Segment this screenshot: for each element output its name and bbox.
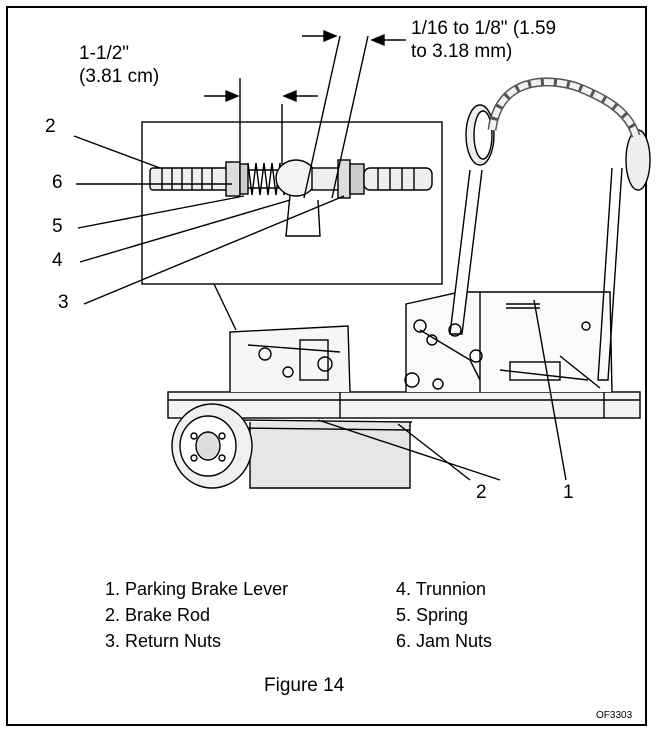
callout-2-main: 2 (476, 482, 487, 503)
legend-item: 5. Spring (396, 605, 469, 625)
legend-left-column: 1. Parking Brake Lever 2. Brake Rod 3. R… (105, 576, 288, 654)
gap-dimension-line1: 1/16 to 1/8" (1.59 (411, 18, 557, 39)
callout-3: 3 (58, 292, 69, 313)
callout-2-inset: 2 (45, 116, 56, 137)
legend-item: 4. Trunnion (396, 579, 487, 599)
legend-item: 3. Return Nuts (105, 631, 222, 651)
length-dimension-metric: (3.81 cm) (79, 66, 160, 87)
callout-6: 6 (52, 172, 63, 193)
wheel-hub (171, 403, 253, 489)
brake-rod (235, 419, 501, 481)
right-housing (404, 291, 613, 393)
legend-item: 2. Brake Rod (105, 605, 211, 625)
callout-4: 4 (52, 250, 63, 271)
callout-5: 5 (52, 216, 63, 237)
figure-caption: Figure 14 (264, 675, 345, 696)
legend-right-column: 4. Trunnion 5. Spring 6. Jam Nuts (396, 576, 492, 654)
figure-code: OF3303 (596, 710, 633, 721)
callout-1-main: 1 (563, 482, 574, 503)
legend-item: 6. Jam Nuts (396, 631, 493, 651)
legend-item: 1. Parking Brake Lever (105, 579, 289, 599)
left-housing (229, 325, 411, 489)
gap-dimension-line2: to 3.18 mm) (411, 41, 513, 62)
detail-inset-box (141, 121, 443, 285)
length-dimension: 1-1/2" (79, 43, 130, 64)
frame-rail (167, 391, 641, 419)
parking-brake-lever (448, 77, 651, 381)
